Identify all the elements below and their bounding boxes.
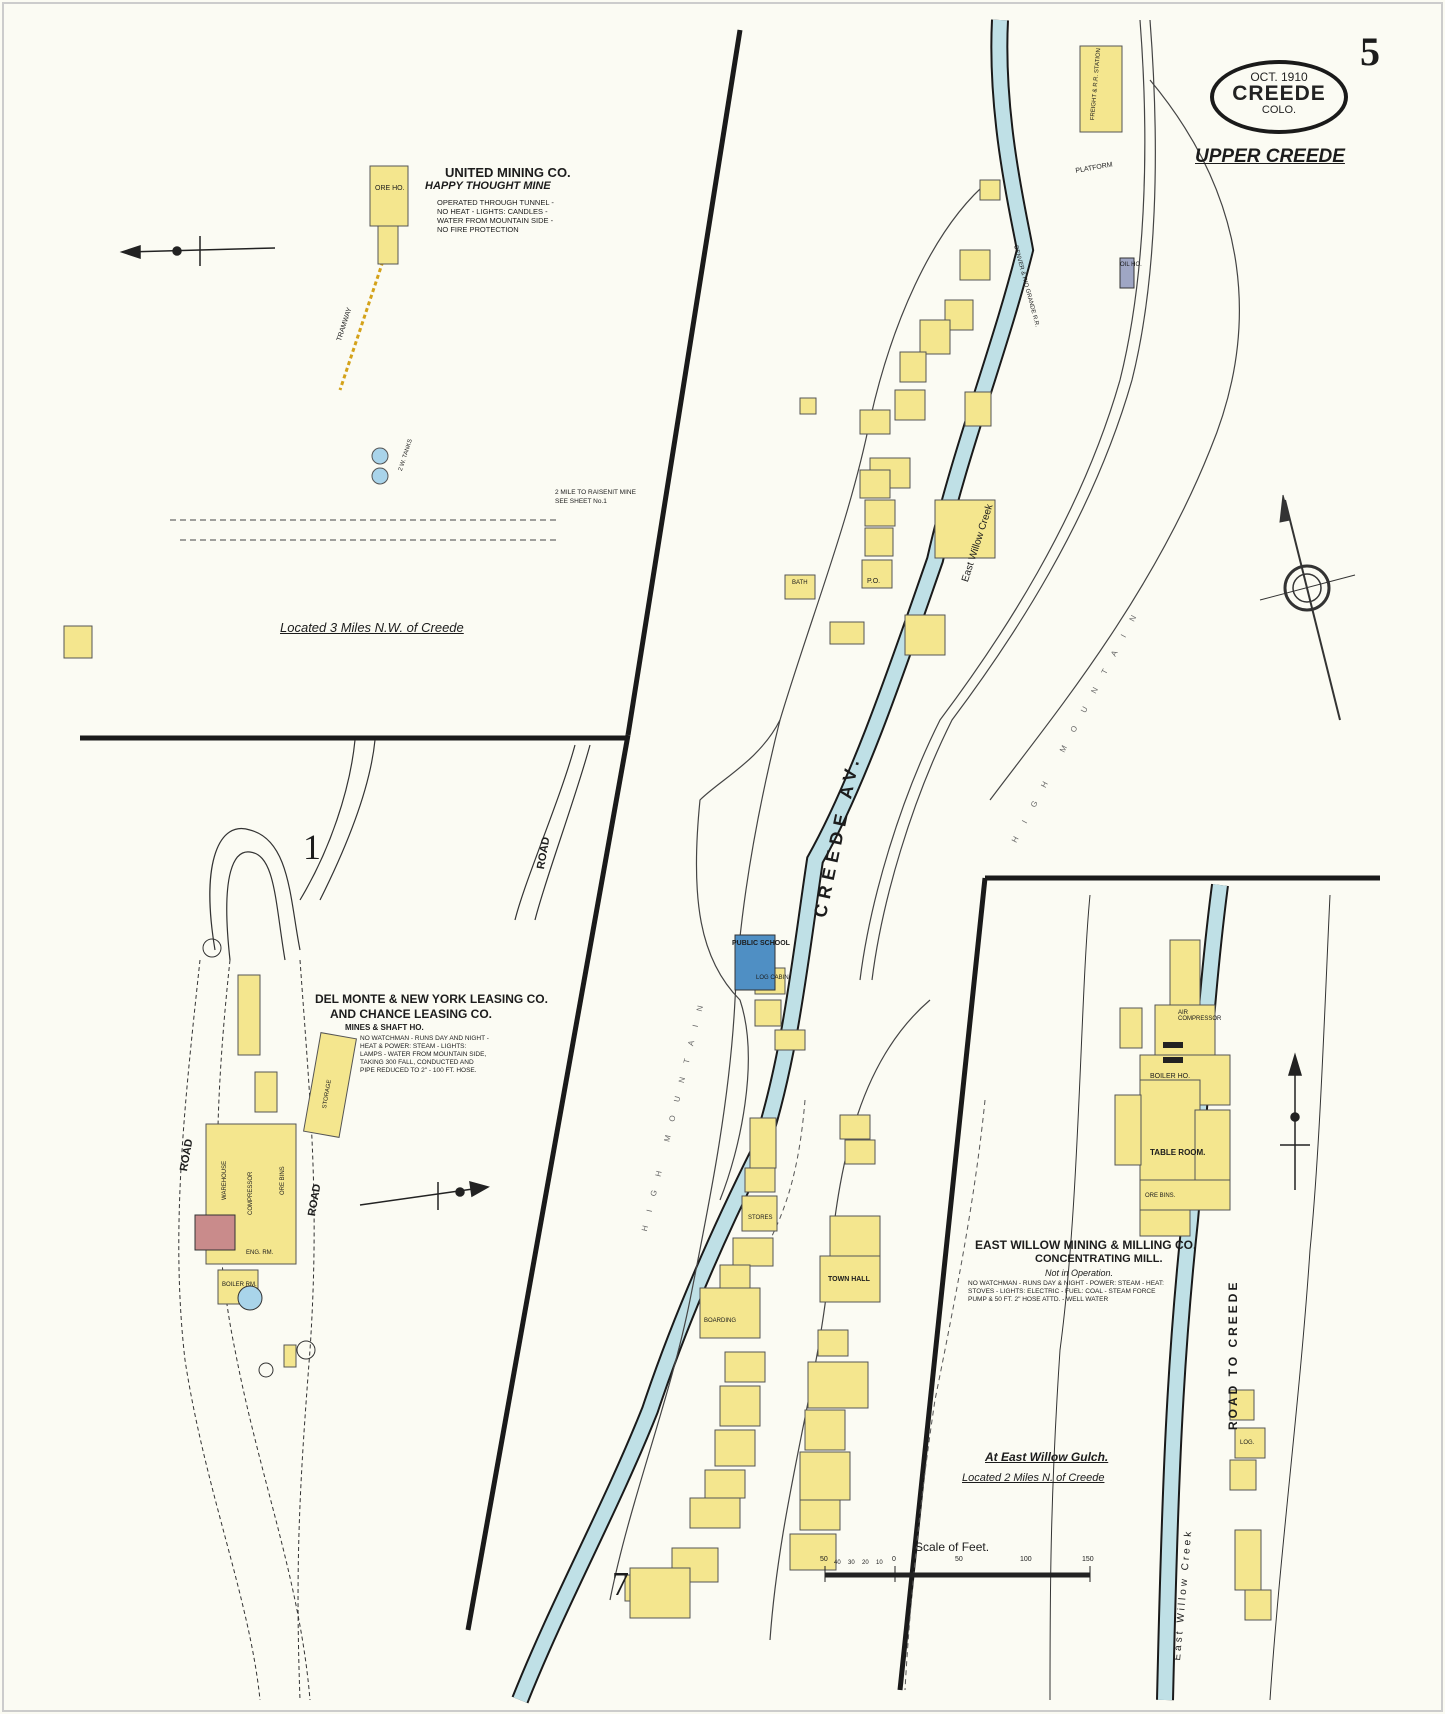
right-company: EAST WILLOW MINING & MILLING CO.: [975, 1238, 1197, 1252]
right-bldg-log: LOG.: [1240, 1440, 1255, 1446]
right-road: ROAD TO CREEDE: [1226, 1279, 1240, 1430]
public-school: [734, 934, 776, 991]
label-stores: STORES: [748, 1215, 773, 1221]
top-ore-house: ORE HO.: [375, 185, 405, 192]
north-arrow-right: [1280, 1052, 1310, 1190]
scale-tick-8: 100: [1020, 1556, 1032, 1563]
left-company-1: DEL MONTE & NEW YORK LEASING CO.: [315, 992, 548, 1006]
title-cartouche: OCT. 1910 CREEDE COLO.: [1210, 60, 1348, 134]
water-tank: [371, 447, 389, 465]
left-bldg-compressor: COMPRESSOR: [248, 1171, 254, 1215]
scale-tick-7: 50: [955, 1556, 963, 1563]
scale-tick-2: 40: [834, 1560, 841, 1566]
left-notes: NO WATCHMAN - RUNS DAY AND NIGHT - HEAT …: [360, 1035, 489, 1074]
scale-tick-4: 20: [862, 1560, 869, 1566]
cartouche-city: CREEDE: [1232, 82, 1326, 105]
cartouche-date: OCT. 1910: [1250, 70, 1308, 84]
right-bldg-air: AIR COMPRESSOR: [1178, 1010, 1222, 1022]
right-bldg-boiler: BOILER HO.: [1150, 1073, 1191, 1080]
top-location: Located 3 Miles N.W. of Creede: [280, 620, 464, 635]
scale-tick-9: 150: [1082, 1556, 1094, 1563]
top-company: UNITED MINING CO.: [445, 165, 571, 180]
label-log-cabin: LOG CABIN: [756, 975, 789, 981]
label-boarding: BOARDING: [704, 1318, 737, 1324]
label-town-hall: TOWN HALL: [828, 1276, 870, 1283]
scale-tick-1: 50: [820, 1556, 828, 1563]
scale-tick-5: 10: [876, 1560, 883, 1566]
label-bath: BATH: [792, 580, 808, 586]
section-number-bottom: 7: [612, 1566, 629, 1603]
right-status: Not in Operation.: [1045, 1268, 1114, 1278]
inset-frames: [80, 29, 1380, 1691]
north-arrow-top: [119, 236, 276, 266]
willow-creek: [511, 19, 1035, 1704]
right-bldg-ore: ORE BINS.: [1145, 1193, 1176, 1199]
left-bldg-orebins: ORE BINS: [280, 1166, 286, 1195]
north-arrow-left: [359, 1180, 490, 1210]
right-bldg-table: TABLE ROOM.: [1150, 1148, 1206, 1157]
top-notes: OPERATED THROUGH TUNNEL - NO HEAT - LIGH…: [437, 198, 554, 234]
label-public-school: PUBLIC SCHOOL: [732, 940, 790, 947]
scale-tick-3: 30: [848, 1560, 855, 1566]
left-bldg-engine: ENG. RM.: [246, 1250, 274, 1256]
left-section-number: 1: [303, 827, 321, 867]
right-location-2: Located 2 Miles N. of Creede: [962, 1472, 1105, 1484]
left-bldg-warehouse: WAREHOUSE: [222, 1160, 228, 1200]
left-bldg-boiler: BOILER RM.: [222, 1282, 257, 1288]
sheet-number: 5: [1360, 29, 1380, 74]
section-title: UPPER CREEDE: [1195, 146, 1345, 167]
compass-rose: [1259, 494, 1356, 721]
scale-tick-6: 0: [892, 1556, 896, 1563]
right-facility: CONCENTRATING MILL.: [1035, 1253, 1163, 1265]
cartouche-state: COLO.: [1261, 104, 1297, 116]
right-notes: NO WATCHMAN - RUNS DAY & NIGHT - POWER: …: [968, 1280, 1164, 1303]
top-distance-note: 2 MILE TO RAISENIT MINE SEE SHEET No.1: [555, 489, 636, 505]
right-location-1: At East Willow Gulch.: [985, 1450, 1109, 1464]
scale-bar: [824, 1566, 1091, 1582]
top-mine: HAPPY THOUGHT MINE: [425, 180, 551, 192]
label-po: P.O.: [867, 578, 881, 585]
scale-title: Scale of Feet.: [915, 1540, 990, 1554]
ore-house: [369, 165, 409, 227]
label-oil-house: OIL HO.: [1120, 262, 1142, 268]
left-company-2: AND CHANCE LEASING CO.: [330, 1007, 493, 1021]
left-company-3: MINES & SHAFT HO.: [345, 1023, 424, 1032]
